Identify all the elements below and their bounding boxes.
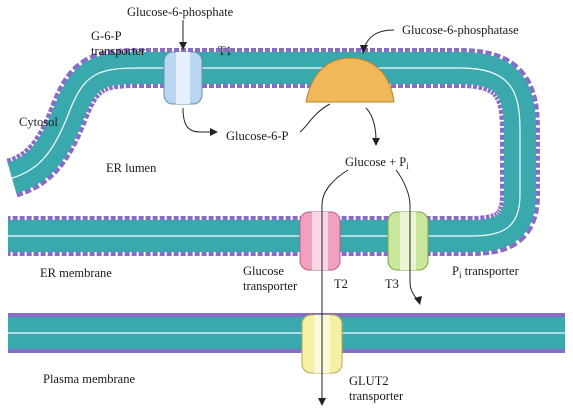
plasma-membrane-shape [8, 313, 565, 353]
label-glucose-transporter-line1: Glucose [243, 264, 284, 278]
label-plasma-membrane: Plasma membrane [43, 372, 135, 386]
labels: Glucose-6-phosphate G-6-P transporter T1… [19, 5, 520, 403]
label-glut2-line1: GLUT2 [349, 374, 389, 388]
label-pi-transporter-sub: i [459, 270, 462, 280]
arrow-g6p-to-phosphatase [299, 103, 331, 133]
label-g6p-transporter-line2: transporter [91, 44, 146, 58]
label-pi-transporter-p: P [452, 264, 459, 278]
er-membrane-shape [5, 48, 540, 256]
label-g6p-transporter-line1: G-6-P [91, 29, 122, 43]
label-er-membrane: ER membrane [40, 266, 112, 280]
label-cytosol: Cytosol [19, 115, 58, 129]
arrow-glucose-through-t2-glut2 [321, 169, 349, 400]
label-glucose-plus-pi: Glucose + Pi [345, 155, 409, 171]
label-t1: T1 [218, 44, 232, 58]
label-pi-transporter-rest: transporter [461, 264, 519, 278]
label-glucose-6-phosphate: Glucose-6-phosphate [127, 5, 234, 19]
arrow-phosphatase-label [363, 29, 395, 49]
label-t2: T2 [334, 277, 348, 291]
label-glucose-plus-pi-sub: i [406, 161, 409, 171]
arrow-phosphatase-to-products [365, 107, 377, 141]
arrows [179, 20, 422, 406]
label-pi-transporter: Pi transporter [452, 264, 520, 280]
t3-transporter [387, 211, 429, 271]
label-glucose-6-p: Glucose-6-P [226, 129, 289, 143]
label-glucose-plus-pi-main: Glucose + P [345, 155, 406, 169]
arrow-pi-through-t3 [395, 169, 419, 301]
label-glut2-line2: transporter [349, 389, 404, 403]
label-er-lumen: ER lumen [106, 161, 157, 175]
glucose-6-phosphatase-enzyme [305, 57, 395, 103]
t1-transporter [163, 51, 203, 105]
label-glucose-6-phosphatase: Glucose-6-phosphatase [402, 23, 519, 37]
arrow-t1-to-g6p [182, 107, 212, 133]
label-glucose-transporter-line2: transporter [243, 279, 298, 293]
t2-transporter [299, 211, 341, 271]
label-t3: T3 [385, 277, 399, 291]
